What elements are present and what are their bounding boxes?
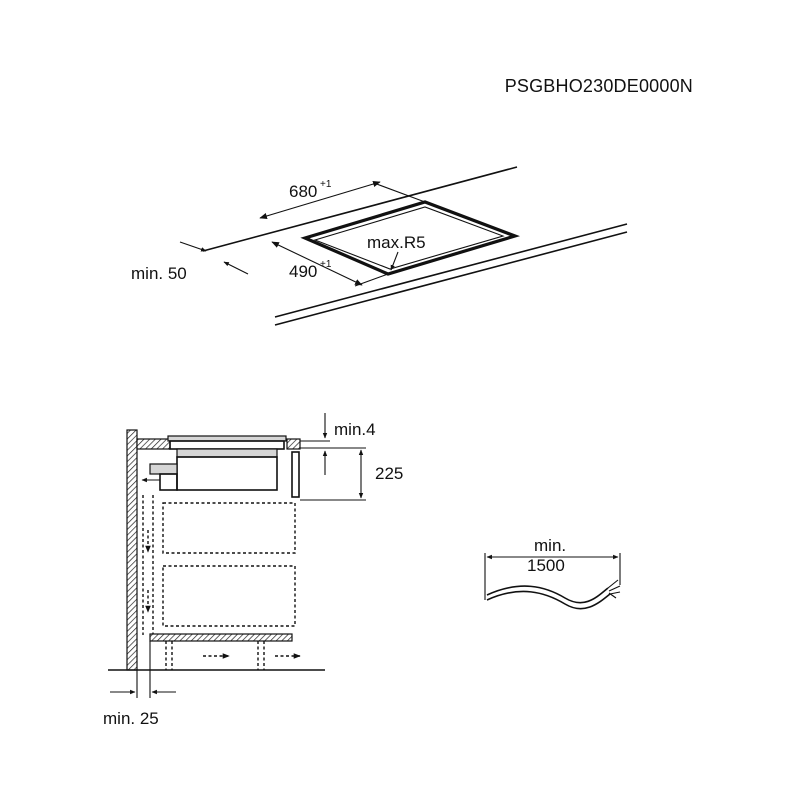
cabinet-front-panel [291, 451, 300, 498]
hob-body-lower [176, 456, 278, 491]
width-extension-right [373, 182, 426, 203]
wall-distance-label: min. 25 [103, 709, 159, 728]
cutout-inner-edge [313, 206, 505, 270]
depth-label: 490 [289, 262, 317, 281]
width-tolerance: +1 [320, 179, 332, 190]
worktop-section-left [136, 438, 171, 450]
cable-min-label: min. [534, 536, 566, 555]
cabinet-bottom [149, 633, 293, 642]
worktop-front-edge-upper [274, 223, 628, 318]
worktop-front-edge-lower [274, 231, 628, 326]
cable-length-label: 1500 [527, 556, 565, 575]
drawer-upper [162, 502, 296, 554]
wall [126, 429, 138, 671]
depth-tolerance: +1 [320, 259, 332, 270]
drawer-lower [162, 565, 296, 627]
hob-frame [169, 440, 285, 450]
gap-label: min.4 [334, 420, 376, 439]
hob-body [176, 448, 278, 458]
width-label: 680 [289, 182, 317, 201]
edge-distance-arrow-back [179, 241, 207, 252]
fan-outlet [149, 463, 178, 475]
radius-label: max.R5 [367, 233, 426, 252]
product-code: PSGBHO230DE0000N [505, 76, 693, 96]
power-cable-view: min. 1500 [484, 536, 621, 610]
worktop-back-edge [202, 166, 518, 252]
radius-leader [390, 251, 399, 271]
depth-extension [354, 273, 389, 287]
worktop-cutout-view: 680 +1 min. 50 490 +1 max.R5 [131, 166, 628, 326]
depth-dimension-line [271, 241, 363, 286]
edge-distance-arrow-front [223, 261, 249, 275]
cable-strands [607, 579, 621, 599]
cable-wire-upper [486, 585, 609, 604]
cable-wire-lower [486, 590, 611, 610]
cabinet-section-view: min.4 225 min. 25 [103, 413, 403, 728]
width-dimension-line [259, 181, 381, 219]
worktop-section-right [286, 438, 301, 450]
edge-distance-label: min. 50 [131, 264, 187, 283]
fan-inlet [159, 473, 178, 491]
height-label: 225 [375, 464, 403, 483]
